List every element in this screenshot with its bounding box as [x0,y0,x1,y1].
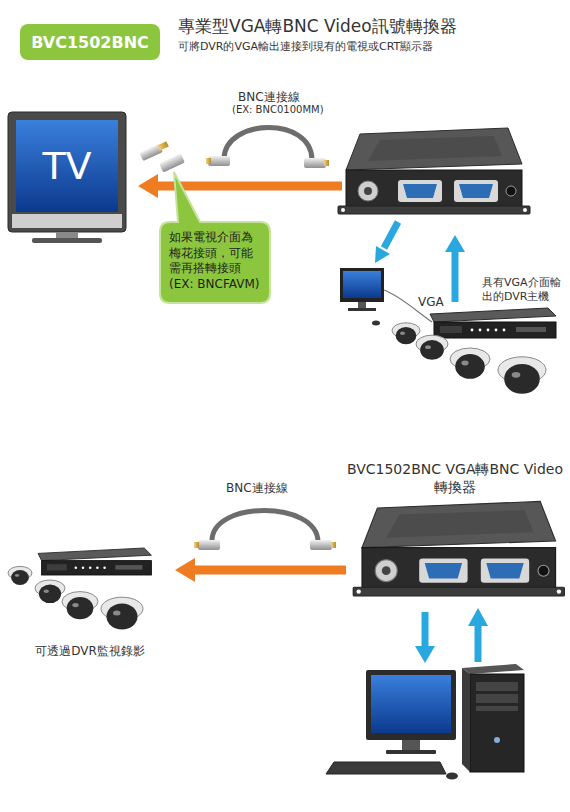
signal-arrow [175,558,346,582]
dvr-caption: 可透過DVR監視錄影 [35,644,145,660]
monitor-frame [340,268,384,302]
monitor-base [348,308,376,311]
cable-label: BNC連接線 [226,481,288,496]
arrow-head [415,646,435,663]
tower-top [462,664,524,674]
tower [470,674,524,772]
bnc-tip [324,160,329,166]
converter-bottom-drawing [353,501,564,596]
bnc-plug [159,153,185,172]
arrow-head [138,174,158,198]
camera [498,357,546,394]
arrow-line [452,250,459,302]
device-label: 具有VGA介面輸出的DVR主機 [482,276,564,304]
converter-heading: BVC1502BNC VGA轉BNC Video轉換器 [346,461,564,496]
bnc-tip [206,158,211,164]
arrow-head [468,608,488,626]
signal-label: VGA [418,295,444,310]
bnc-cable [194,511,336,551]
cable-label: BNC連接線 [238,90,300,105]
camera [35,580,65,603]
monitor-neck [358,302,366,308]
pc-screen [371,675,451,733]
drive-bay [476,682,518,691]
cable-model: (EX: BNC0100MM) [232,104,324,117]
tv-base [32,238,102,243]
model-badge: BVC1502BNC [20,24,160,60]
pc-drawing [326,664,524,780]
camera [450,348,490,379]
tv-bottom [12,214,122,228]
tower-side [462,668,470,772]
tv-screen-fill [16,120,118,212]
arrow-line [193,566,346,575]
camera [101,597,143,629]
blue-arrows [415,608,488,663]
bnc-tip [331,542,336,548]
adapter-plugs [139,141,185,172]
callout-bubble: 如果電視介面為梅花接頭，可能需再搭轉接頭(EX: BNCFAVM) [160,222,270,303]
badge-text: BVC1502BNC [31,33,149,52]
pc-neck [402,740,420,750]
arrow-head [175,558,195,582]
signal-arrow [138,174,342,198]
subtitle: 可將DVR的VGA輸出連接到現有的電視或CRT顯示器 [178,40,433,54]
drive-bay [476,706,518,711]
converter-unit: BVC1502BNC VGA轉BNC Video轉換器 [346,461,564,596]
bnc-connector [198,540,220,550]
tv-neck [56,232,78,238]
dvr-bottom-drawing [38,548,151,575]
arrow-head [445,235,465,252]
arrow-line [422,612,429,648]
callout-outline [160,172,270,303]
converter-top-drawing [338,128,530,214]
camera [392,323,420,345]
diagram-title: 專業型VGA轉BNC Video訊號轉換器 [178,16,457,36]
pc-base [386,750,436,754]
tv-frame [8,112,126,232]
arrow-line [475,624,482,662]
bnc-tip [194,542,199,548]
arrow-head [375,246,390,263]
mouse [372,321,380,326]
arrow-line [384,222,398,248]
power-button [494,737,500,743]
drive-bay [476,694,518,703]
pc-monitor [366,670,456,740]
rca-tip [157,141,169,151]
camera [8,566,32,584]
camera [62,592,98,620]
camera [416,335,448,360]
cable [224,128,312,161]
cable [212,511,318,543]
bnc-cable [206,128,329,169]
tv-text: TV [42,147,91,185]
dvr-system: 可透過DVR監視錄影 [5,548,175,660]
dvr-top-drawing [430,308,556,338]
tv-screen: TV [16,120,118,212]
bnc-connector [304,158,326,168]
bnc-connector [310,540,332,550]
callout-text: 如果電視介面為梅花接頭，可能需再搭轉接頭(EX: BNCFAVM) [169,230,262,292]
monitor-screen [343,271,381,298]
tv-drawing [8,112,126,243]
blue-arrows [375,222,465,302]
keyboard [326,762,446,774]
bnc-connector [208,156,230,166]
mouse [446,773,458,780]
